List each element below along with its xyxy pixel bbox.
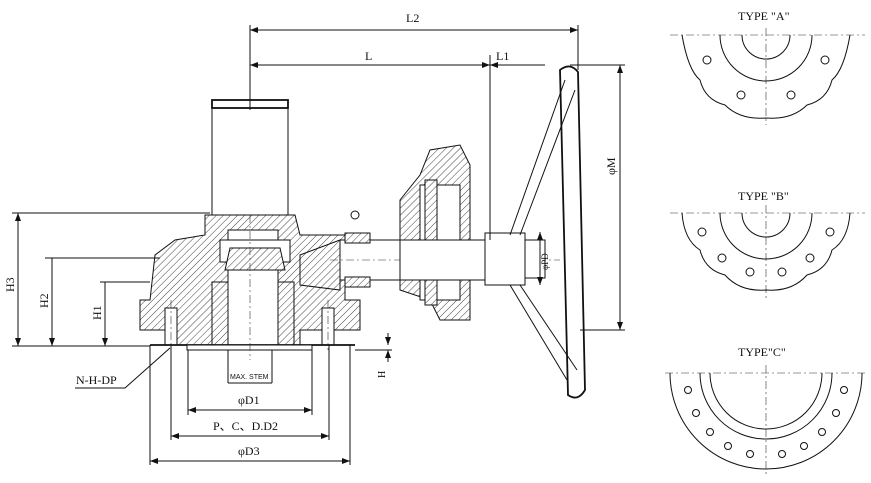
- type-b-label: TYPE "B": [738, 189, 789, 203]
- dim-H: H: [377, 371, 388, 378]
- dim-L2: L2: [406, 11, 419, 25]
- dim-D2: P、C、D.D2: [213, 419, 278, 433]
- type-a-label: TYPE "A": [738, 9, 790, 23]
- flange-type-c: TYPE"C": [665, 345, 868, 475]
- dim-L: L: [365, 49, 372, 63]
- dimension-lines: [12, 25, 625, 465]
- dim-PD: φPD: [540, 253, 550, 270]
- dim-H1: H1: [90, 305, 104, 320]
- dim-D1: φD1: [238, 393, 260, 407]
- dim-D3: φD3: [238, 444, 260, 458]
- dim-H2: H2: [37, 293, 51, 308]
- flange-type-b: TYPE "B": [670, 189, 865, 300]
- dim-M: φM: [604, 157, 618, 175]
- dim-NHDP: N-H-DP: [76, 373, 117, 387]
- type-c-label: TYPE"C": [738, 345, 786, 359]
- actuator-section: [139, 65, 586, 399]
- dim-max-stem: MAX. STEM: [230, 374, 269, 381]
- dim-L1: L1: [496, 49, 509, 63]
- flange-type-a: TYPE "A": [670, 9, 865, 125]
- dim-H3: H3: [3, 277, 17, 292]
